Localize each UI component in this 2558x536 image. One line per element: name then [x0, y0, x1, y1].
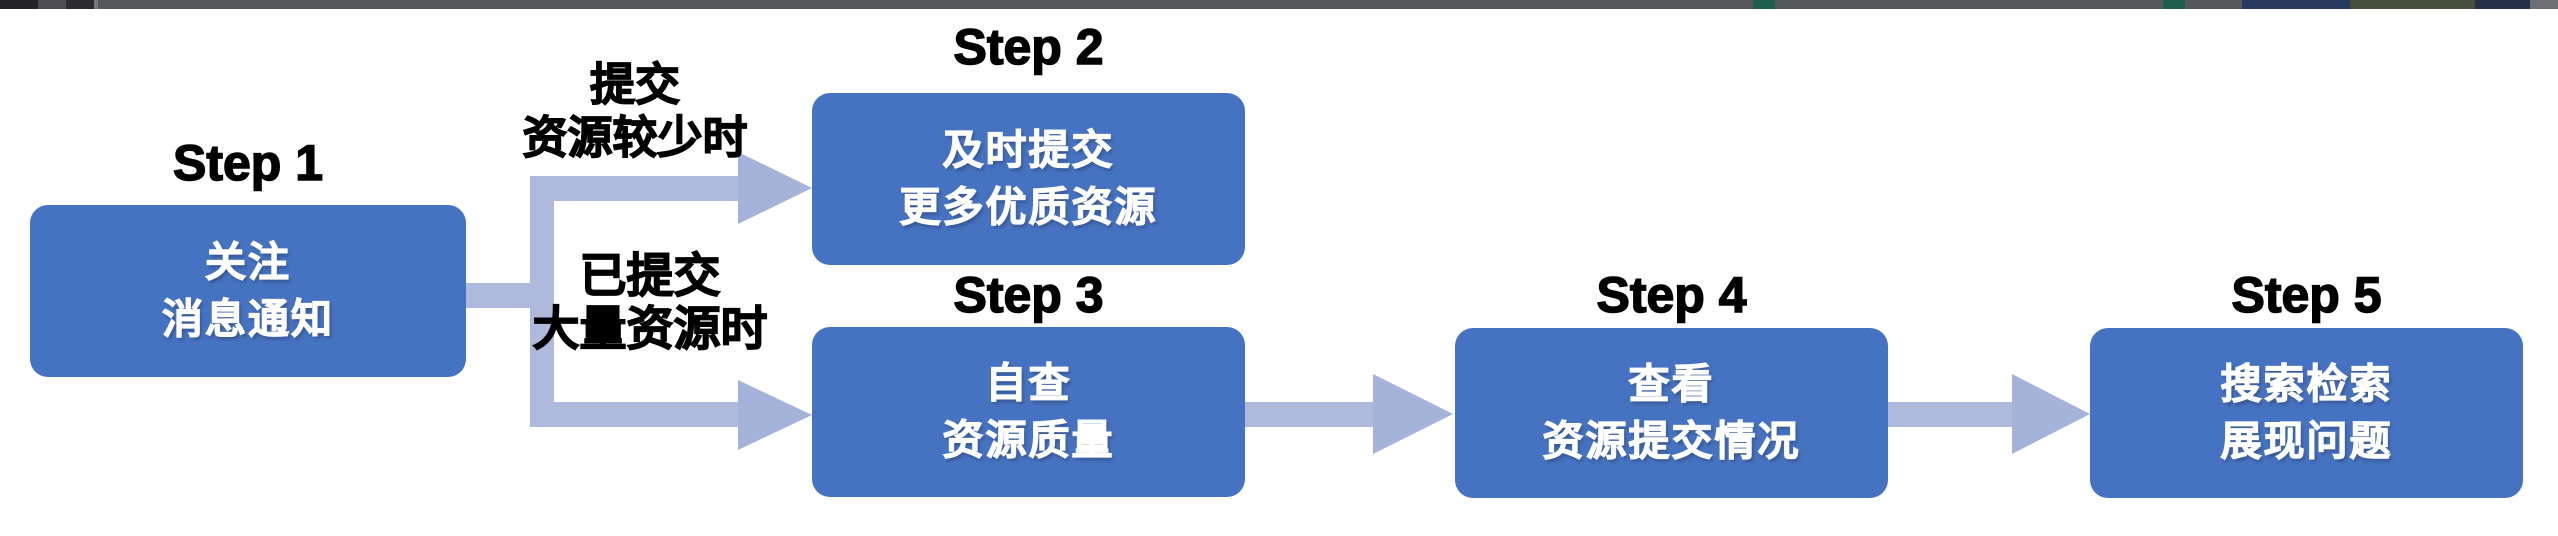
branch-label-upper: 提交 资源较少时 [425, 58, 845, 164]
top-strip-segment [1753, 0, 1775, 9]
branch-label-upper-line-1: 提交 [589, 58, 680, 110]
top-strip-segment [0, 0, 38, 9]
arrow-step3-step4-body [1245, 402, 1373, 427]
top-strip-segment [38, 0, 66, 9]
step-4-box: 查看 资源提交情况 [1455, 328, 1888, 498]
top-strip-segment [2530, 0, 2558, 9]
arrow-step4-step5-head [2012, 374, 2090, 454]
window-top-strip [0, 0, 2558, 9]
step-1-title: Step 1 [172, 135, 324, 191]
arrow-step1-step2-head [738, 152, 812, 224]
branch-label-lower: 已提交 大量资源时 [460, 248, 840, 355]
arrow-step4-step5-body [1888, 402, 2012, 427]
step-1-box-line-1: 关注 [205, 239, 291, 286]
step-2-box-line-1: 及时提交 [942, 127, 1115, 174]
step-1-box: 关注 消息通知 [30, 205, 466, 377]
step-3-title: Step 3 [953, 267, 1105, 323]
step-3-box-line-1: 自查 [985, 360, 1072, 407]
connector-step1-stub [466, 283, 532, 308]
step-2-box-line-2: 更多优质资源 [899, 184, 1158, 231]
top-strip-segment [2475, 0, 2530, 9]
arrow-step3-step4-head [1373, 374, 1453, 454]
connector-branch-vertical [530, 176, 554, 426]
branch-label-upper-line-2: 资源较少时 [522, 111, 748, 163]
step-3-box-line-2: 资源质量 [942, 417, 1115, 464]
branch-label-lower-line-1: 已提交 [579, 248, 721, 302]
step-5-box-line-1: 搜索检索 [2220, 361, 2393, 408]
step-5-box: 搜索检索 展现问题 [2090, 328, 2523, 498]
top-strip-segment [2350, 0, 2475, 9]
step-1-box-line-2: 消息通知 [162, 296, 334, 343]
step-5-title: Step 5 [2231, 267, 2383, 323]
step-4-title: Step 4 [1596, 267, 1748, 323]
top-strip-segment [66, 0, 94, 9]
top-strip-segment [2163, 0, 2185, 9]
branch-label-lower-line-2: 大量资源时 [532, 301, 768, 355]
arrow-step1-step3-body [530, 402, 738, 427]
step-4-box-line-1: 查看 [1628, 361, 1715, 408]
step-2-title: Step 2 [953, 19, 1105, 75]
top-strip-segment [94, 0, 98, 9]
step-4-box-line-2: 资源提交情况 [1542, 418, 1801, 465]
top-strip-segment [2242, 0, 2350, 9]
arrow-step1-step2-body [530, 176, 738, 201]
flow-diagram: Step 1 Step 2 Step 3 Step 4 Step 5 关注 消息… [0, 9, 2558, 536]
step-2-box: 及时提交 更多优质资源 [812, 93, 1245, 265]
step-3-box: 自查 资源质量 [812, 327, 1245, 497]
step-5-box-line-2: 展现问题 [2220, 418, 2393, 465]
arrow-step1-step3-head [738, 380, 812, 450]
